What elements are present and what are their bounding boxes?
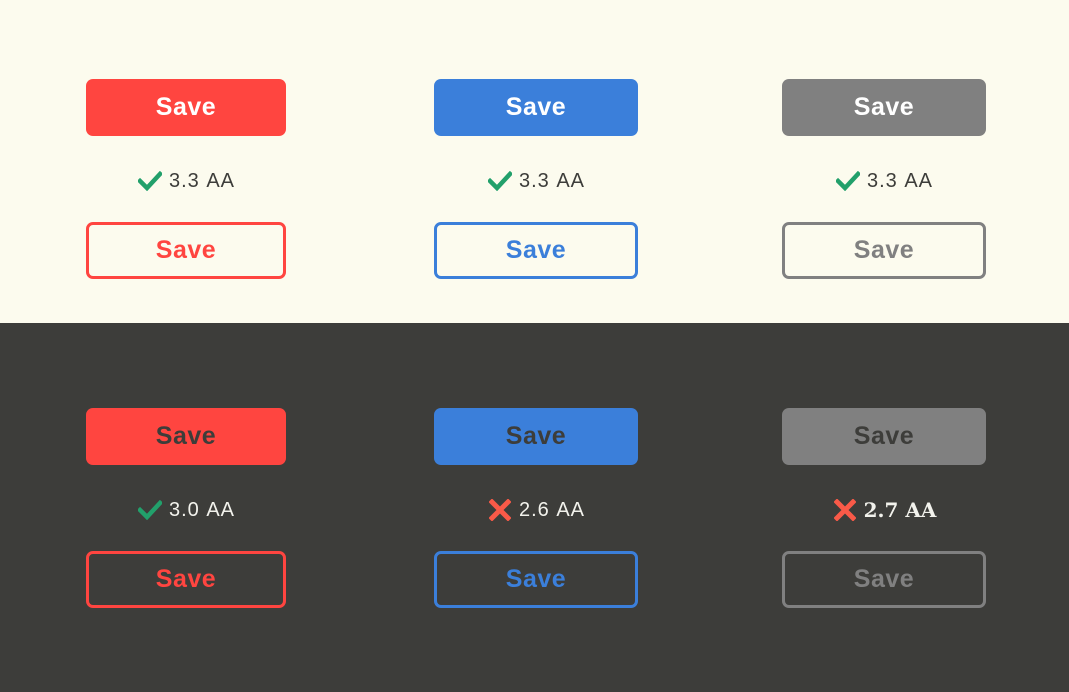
- dark-gray-filled-save-button[interactable]: Save: [782, 408, 986, 465]
- check-icon: [487, 168, 513, 194]
- contrast-ratio: 2.7: [863, 498, 899, 522]
- light-gray-filled-save-button[interactable]: Save: [782, 79, 986, 136]
- light-gray-contrast-rating: 3.3 AA: [782, 166, 986, 196]
- light-background-panel: Save 3.3 AA Save Save 3.3 AA Save Save 3…: [0, 0, 1069, 323]
- dark-blue-contrast-rating: 2.6 AA: [434, 495, 638, 525]
- light-red-filled-save-button[interactable]: Save: [86, 79, 286, 136]
- wcag-level: AA: [206, 498, 236, 521]
- light-blue-outline-save-button[interactable]: Save: [434, 222, 638, 279]
- dark-red-outline-save-button[interactable]: Save: [86, 551, 286, 608]
- wcag-level: AA: [556, 498, 586, 521]
- wcag-level: AA: [905, 498, 937, 522]
- light-red-contrast-rating: 3.3 AA: [86, 166, 286, 196]
- contrast-ratio: 2.6: [518, 498, 550, 521]
- cross-icon: [832, 497, 858, 523]
- check-icon: [835, 168, 861, 194]
- wcag-level: AA: [206, 169, 236, 192]
- light-blue-filled-save-button[interactable]: Save: [434, 79, 638, 136]
- contrast-ratio: 3.3: [518, 169, 550, 192]
- dark-red-contrast-rating: 3.0 AA: [86, 495, 286, 525]
- check-icon: [137, 497, 163, 523]
- dark-blue-outline-save-button[interactable]: Save: [434, 551, 638, 608]
- light-blue-contrast-rating: 3.3 AA: [434, 166, 638, 196]
- dark-background-panel: Save 3.0 AA Save Save 2.6 AA Save Save 2…: [0, 323, 1069, 692]
- light-red-outline-save-button[interactable]: Save: [86, 222, 286, 279]
- cross-icon: [487, 497, 513, 523]
- dark-red-filled-save-button[interactable]: Save: [86, 408, 286, 465]
- light-gray-outline-save-button[interactable]: Save: [782, 222, 986, 279]
- wcag-level: AA: [556, 169, 586, 192]
- contrast-ratio: 3.3: [866, 169, 898, 192]
- contrast-ratio: 3.3: [168, 169, 200, 192]
- check-icon: [137, 168, 163, 194]
- dark-gray-outline-save-button[interactable]: Save: [782, 551, 986, 608]
- dark-gray-contrast-rating: 2.7 AA: [782, 495, 986, 525]
- wcag-level: AA: [904, 169, 934, 192]
- contrast-ratio: 3.0: [168, 498, 200, 521]
- dark-blue-filled-save-button[interactable]: Save: [434, 408, 638, 465]
